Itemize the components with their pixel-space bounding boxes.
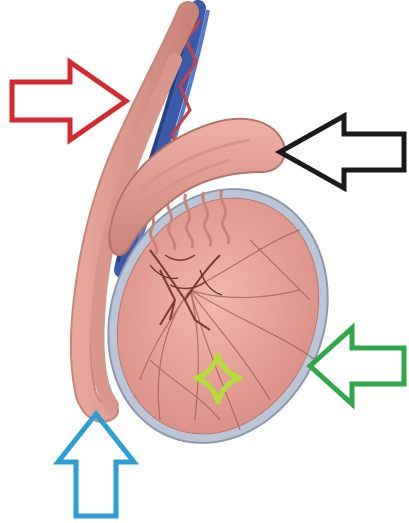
red-arrow-icon bbox=[12, 62, 126, 140]
black-arrow-icon bbox=[280, 116, 404, 188]
green-arrow-icon bbox=[310, 328, 404, 404]
blue-arrow-icon bbox=[58, 414, 134, 516]
